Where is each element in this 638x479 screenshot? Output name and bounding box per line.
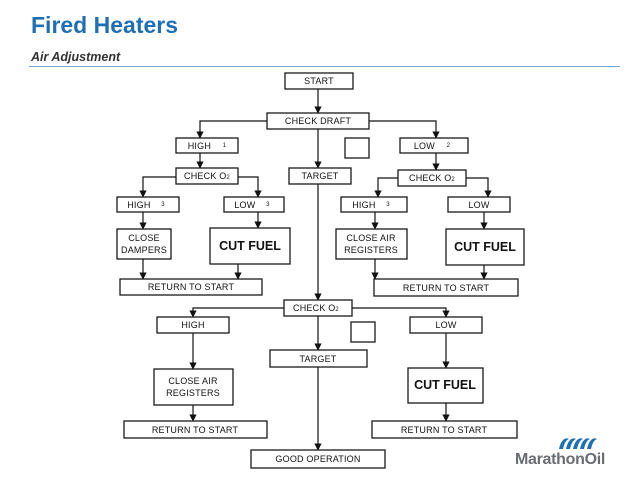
close-air-registers-2-line-1: CLOSE AIR bbox=[168, 376, 218, 386]
check-o2-left-box: CHECK O2 bbox=[175, 167, 239, 185]
low-lower-label: LOW bbox=[435, 320, 456, 330]
svg-text:CHECK O2: CHECK O2 bbox=[293, 303, 339, 313]
check-o2-left-mark: 2 bbox=[226, 175, 230, 181]
return-to-start-2-box: RETURN TO START bbox=[373, 278, 519, 297]
low-3-left-label: LOW bbox=[234, 200, 255, 210]
close-air-registers-2-line-2: REGISTERS bbox=[166, 388, 220, 398]
return-to-start-1-box: RETURN TO START bbox=[119, 278, 263, 296]
low-right-label: LOW bbox=[468, 200, 489, 210]
cut-fuel-2-box: CUT FUEL bbox=[445, 228, 525, 266]
logo-text: MarathonOil bbox=[515, 451, 606, 468]
svg-text:CHECK O2: CHECK O2 bbox=[184, 171, 230, 181]
high-1-box: HIGH 1 bbox=[175, 137, 239, 154]
low-2-label: LOW bbox=[414, 141, 435, 151]
close-dampers-line-2: DAMPERS bbox=[121, 245, 167, 255]
close-dampers-box: CLOSE DAMPERS bbox=[116, 228, 172, 260]
high-3-left-box: HIGH 3 bbox=[116, 196, 180, 213]
high-3-right-label: HIGH bbox=[352, 200, 375, 210]
svg-text:LOW 2: LOW 2 bbox=[414, 141, 451, 151]
check-draft-label: CHECK DRAFT bbox=[285, 116, 352, 126]
check-o2-center-label: CHECK O bbox=[293, 303, 335, 313]
target-2-label: TARGET bbox=[299, 354, 336, 364]
check-o2-right-box: CHECK O2 bbox=[397, 169, 467, 187]
close-air-registers-1-box: CLOSE AIR REGISTERS bbox=[335, 228, 408, 260]
check-draft-box: CHECK DRAFT bbox=[266, 112, 370, 130]
close-air-registers-1-line-1: CLOSE AIR bbox=[346, 233, 396, 243]
close-air-registers-1-line-2: REGISTERS bbox=[344, 245, 398, 255]
high-1-mark: 1 bbox=[223, 143, 227, 149]
cut-fuel-1-box: CUT FUEL bbox=[209, 227, 291, 265]
blank-box bbox=[350, 321, 376, 343]
marathon-oil-logo: MarathonOil bbox=[514, 436, 622, 470]
close-dampers-line-1: CLOSE bbox=[128, 233, 160, 243]
return-to-start-1-label: RETURN TO START bbox=[148, 282, 235, 292]
close-air-registers-2-box: CLOSE AIR REGISTERS bbox=[153, 368, 234, 406]
check-o2-right-mark: 2 bbox=[451, 177, 455, 183]
target-2-box: TARGET bbox=[269, 349, 368, 368]
connector-lines bbox=[139, 89, 492, 451]
low-2-box: LOW 2 bbox=[399, 137, 469, 154]
svg-text:HIGH 1: HIGH 1 bbox=[188, 141, 227, 151]
check-o2-center-mark: 2 bbox=[335, 307, 339, 313]
check-o2-right-label: CHECK O bbox=[409, 173, 451, 183]
high-lower-box: HIGH bbox=[156, 316, 230, 334]
check-o2-left-label: CHECK O bbox=[184, 171, 226, 181]
page-title: Fired Heaters bbox=[31, 12, 179, 38]
low-right-box: LOW bbox=[447, 196, 511, 213]
return-to-start-4-box: RETURN TO START bbox=[371, 420, 518, 439]
target-1-box: TARGET bbox=[288, 167, 352, 185]
marathon-wave-icon bbox=[559, 438, 597, 449]
cut-fuel-1-label: CUT FUEL bbox=[219, 239, 281, 253]
high-3-right-mark: 3 bbox=[386, 202, 390, 208]
cut-fuel-2-label: CUT FUEL bbox=[454, 240, 516, 254]
return-to-start-3-label: RETURN TO START bbox=[152, 425, 239, 435]
return-to-start-4-label: RETURN TO START bbox=[401, 425, 488, 435]
svg-text:CHECK O2: CHECK O2 bbox=[409, 173, 455, 183]
start-box: START bbox=[284, 72, 354, 90]
header-divider bbox=[29, 66, 620, 67]
blank-box bbox=[344, 137, 370, 159]
high-3-right-box: HIGH 3 bbox=[340, 196, 408, 213]
return-to-start-3-box: RETURN TO START bbox=[123, 420, 268, 439]
svg-text:HIGH 3: HIGH 3 bbox=[352, 200, 390, 210]
good-operation-label: GOOD OPERATION bbox=[275, 454, 360, 464]
high-3-left-mark: 3 bbox=[161, 202, 165, 208]
start-label: START bbox=[304, 76, 334, 86]
low-3-left-mark: 3 bbox=[266, 202, 270, 208]
low-3-left-box: LOW 3 bbox=[223, 196, 285, 213]
cut-fuel-3-box: CUT FUEL bbox=[407, 367, 484, 404]
check-o2-center-box: CHECK O2 bbox=[283, 299, 353, 317]
good-operation-box: GOOD OPERATION bbox=[250, 449, 386, 469]
low-2-mark: 2 bbox=[447, 143, 451, 149]
cut-fuel-3-label: CUT FUEL bbox=[414, 378, 476, 392]
return-to-start-2-label: RETURN TO START bbox=[403, 283, 490, 293]
low-lower-box: LOW bbox=[409, 316, 483, 334]
page-subtitle: Air Adjustment bbox=[31, 50, 121, 64]
high-lower-label: HIGH bbox=[181, 320, 204, 330]
high-3-left-label: HIGH bbox=[127, 200, 150, 210]
target-1-label: TARGET bbox=[301, 171, 338, 181]
svg-text:HIGH 3: HIGH 3 bbox=[127, 200, 165, 210]
high-1-label: HIGH bbox=[188, 141, 211, 151]
svg-text:LOW 3: LOW 3 bbox=[234, 200, 270, 210]
